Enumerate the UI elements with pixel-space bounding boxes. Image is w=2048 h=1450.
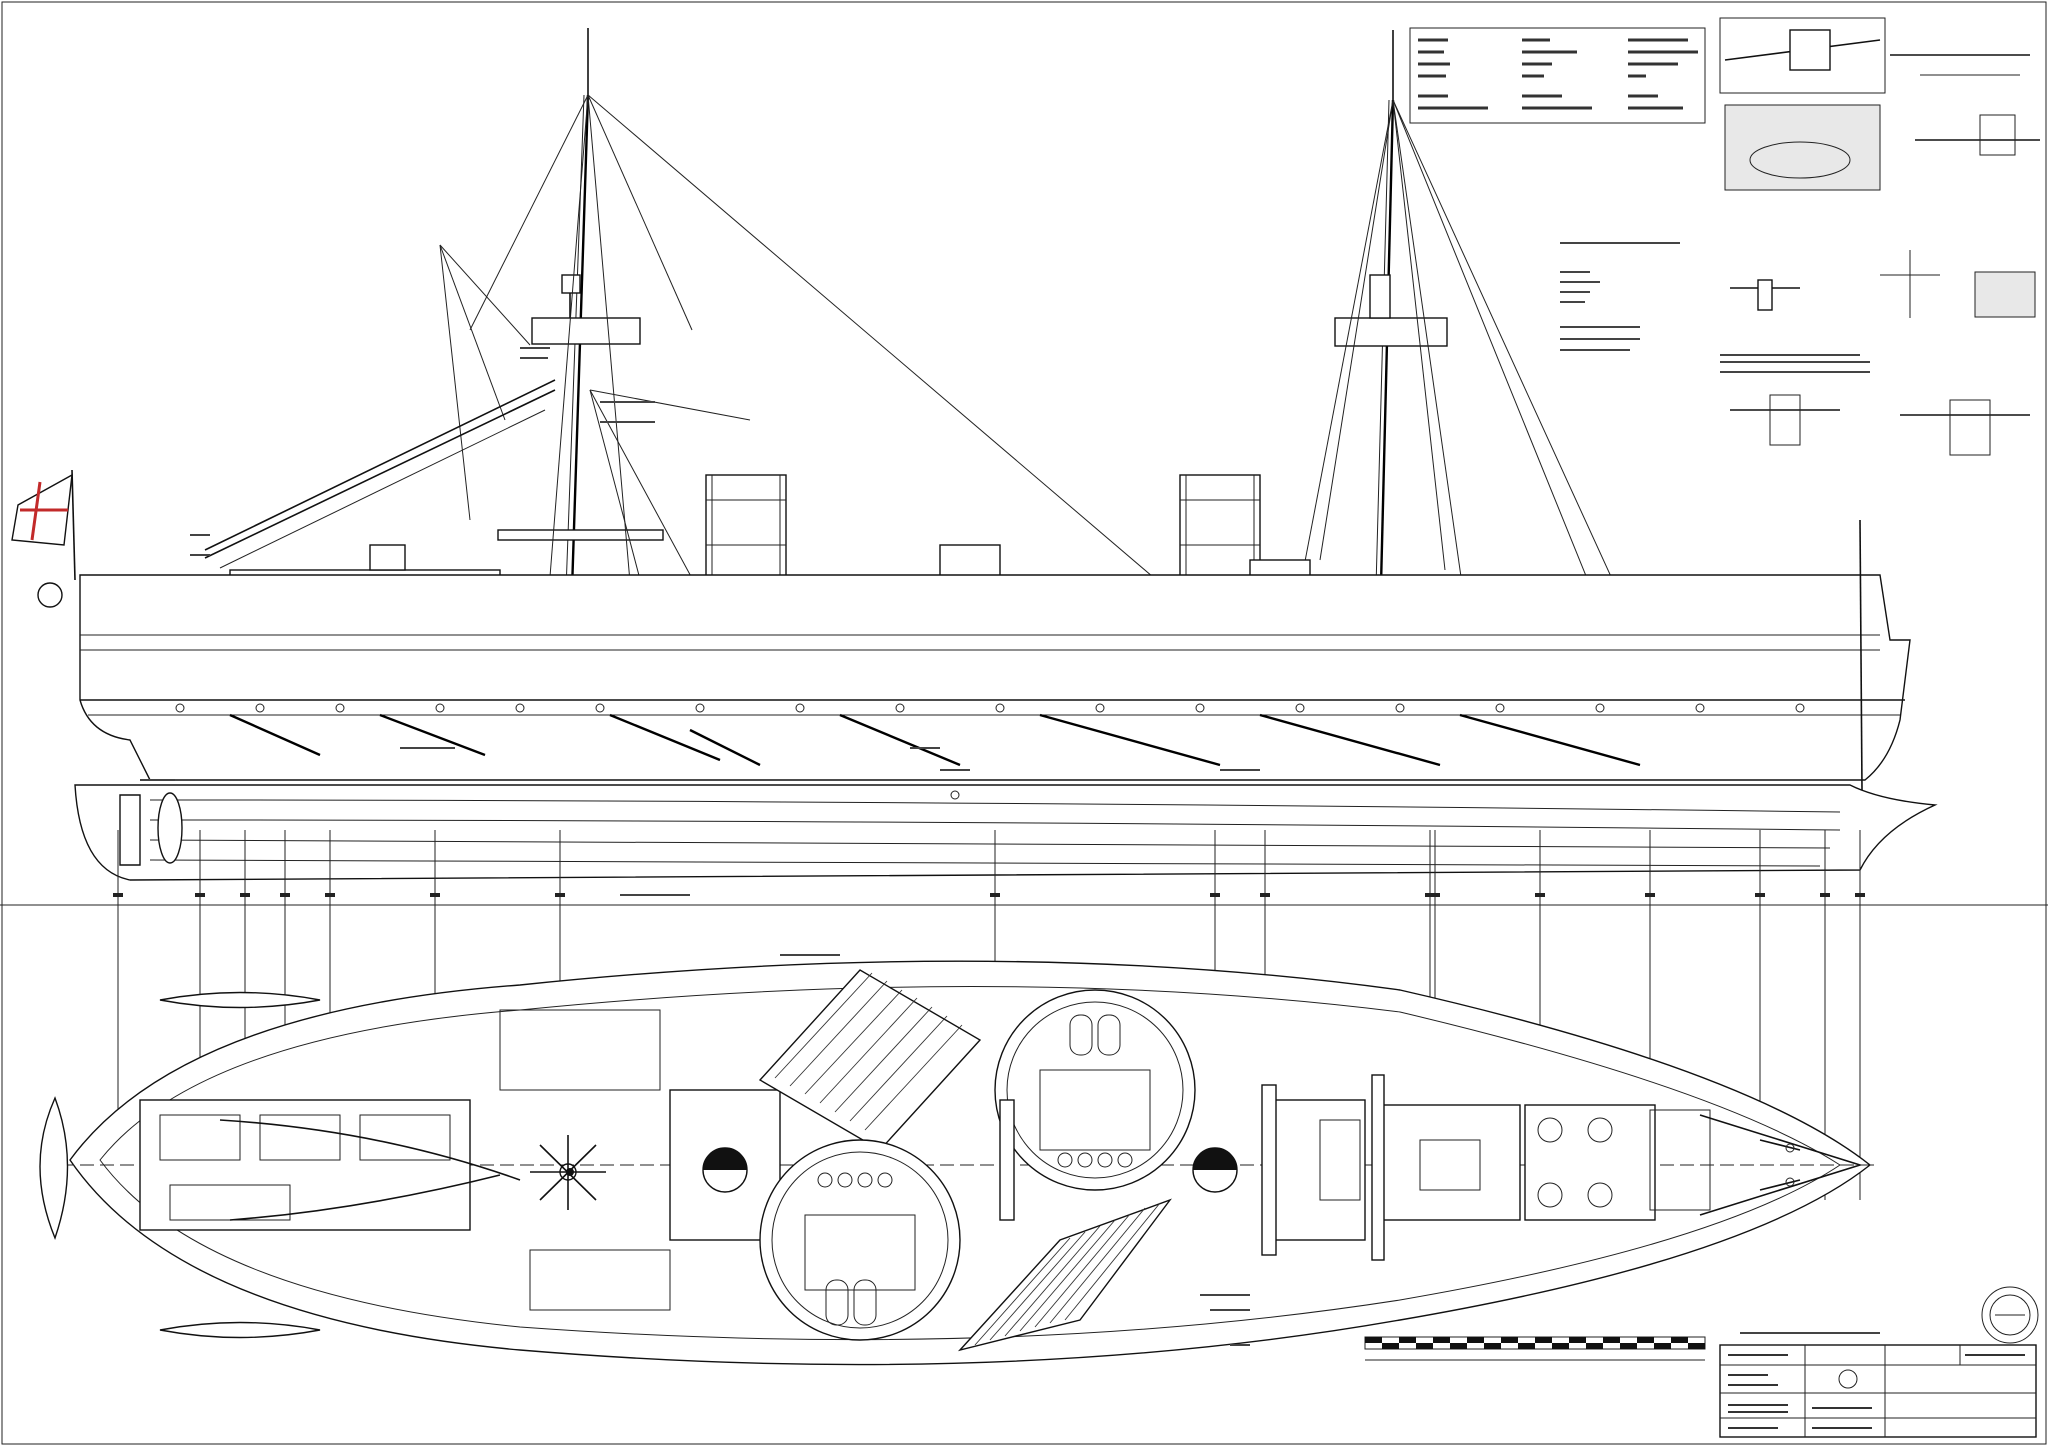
station-mark bbox=[1535, 893, 1545, 897]
title-block bbox=[1719, 1344, 2037, 1438]
station-mark bbox=[280, 893, 290, 897]
station-mark bbox=[1210, 893, 1220, 897]
scale-bar-cell bbox=[1671, 1337, 1688, 1343]
detail-photo-1 bbox=[1724, 104, 1881, 191]
station-mark bbox=[1260, 893, 1270, 897]
station-mark bbox=[1755, 893, 1765, 897]
scale-bar-cell bbox=[1518, 1343, 1535, 1349]
station-mark bbox=[430, 893, 440, 897]
scale-bar-cell bbox=[1416, 1343, 1433, 1349]
station-mark bbox=[1855, 893, 1865, 897]
anchor-icon bbox=[1759, 1139, 1801, 1191]
scale-bar-cell bbox=[1654, 1343, 1671, 1349]
annotation-notes bbox=[140, 347, 1880, 1346]
side-elevation bbox=[0, 28, 2048, 1200]
station-mark bbox=[990, 893, 1000, 897]
scale-bar-cell bbox=[1552, 1343, 1569, 1349]
station-mark bbox=[113, 893, 123, 897]
station-mark bbox=[1425, 893, 1435, 897]
portholes bbox=[175, 703, 1805, 800]
scale-bar-cell bbox=[1382, 1343, 1399, 1349]
casemate-guns bbox=[229, 713, 1641, 767]
scale-bar-cell bbox=[1450, 1343, 1467, 1349]
station-mark bbox=[325, 893, 335, 897]
turret-rings bbox=[759, 989, 1196, 1341]
foremast bbox=[204, 28, 1181, 656]
scale-bar-cell bbox=[1433, 1337, 1450, 1343]
hull-profile bbox=[11, 469, 1938, 881]
scale-bar-cell bbox=[1603, 1337, 1620, 1343]
stamp-seal-icon bbox=[1981, 1286, 2039, 1344]
station-mark bbox=[555, 893, 565, 897]
detail-sketches bbox=[1560, 17, 2040, 456]
scale-bar-cell bbox=[1501, 1337, 1518, 1343]
ensign-flag-icon bbox=[11, 469, 76, 608]
hatched-decking bbox=[758, 969, 1172, 1352]
scale-bar-cell bbox=[1535, 1337, 1552, 1343]
station-mark bbox=[195, 893, 205, 897]
scale-bar-cell bbox=[1586, 1343, 1603, 1349]
scale-bar-cell bbox=[1484, 1343, 1501, 1349]
station-mark bbox=[1820, 893, 1830, 897]
station-mark bbox=[1645, 893, 1655, 897]
scale-bar-cell bbox=[1399, 1337, 1416, 1343]
scale-bar-cell bbox=[1620, 1343, 1637, 1349]
mainmast bbox=[1289, 30, 1641, 641]
scale-bar-cell bbox=[1688, 1343, 1705, 1349]
scale-bar bbox=[1364, 1336, 1706, 1361]
deck-plan-view bbox=[39, 960, 1880, 1366]
scale-bar-cell bbox=[1467, 1337, 1484, 1343]
scale-bar-cell bbox=[1365, 1337, 1382, 1343]
scale-bar-cell bbox=[1637, 1337, 1654, 1343]
specification-box bbox=[1409, 27, 1706, 124]
scale-bar-cell bbox=[1569, 1337, 1586, 1343]
station-mark bbox=[240, 893, 250, 897]
